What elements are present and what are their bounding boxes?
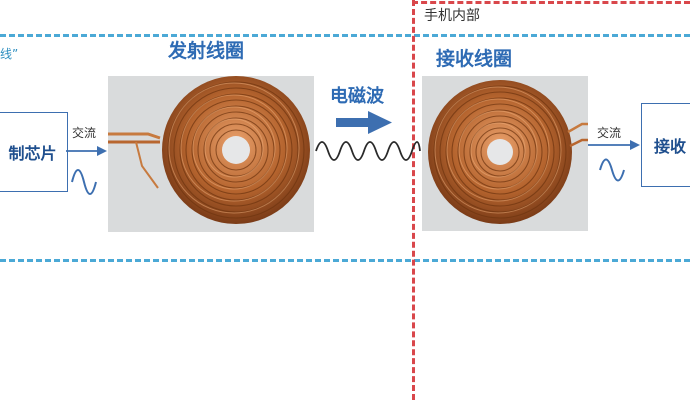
- transmit-coil-icon: [108, 76, 310, 224]
- transmit-coil-photo: [108, 76, 314, 232]
- em-wave-label: 电磁波: [330, 86, 384, 107]
- receive-coil-photo: [422, 76, 588, 231]
- transmitter-chip-label: 制芯片: [8, 144, 57, 163]
- electromagnetic-wave: [315, 141, 421, 161]
- phone-interior-label: 手机内部: [424, 8, 480, 24]
- left-label-fragment: 线”: [0, 47, 19, 61]
- receive-coil-title: 接收线圈: [436, 48, 513, 70]
- lower-dashed-boundary: [0, 259, 690, 262]
- ac-label-right: 交流: [597, 126, 622, 140]
- wave-direction-arrow: [336, 111, 392, 134]
- ac-arrow-right: [588, 140, 640, 150]
- receive-coil-icon: [428, 80, 588, 224]
- transmit-coil-title: 发射线圈: [168, 40, 245, 62]
- upper-dashed-boundary: [0, 34, 690, 37]
- receiver-chip-box: 接收: [641, 103, 690, 187]
- ac-arrow-left: [66, 146, 107, 156]
- ac-sine-left: [71, 169, 97, 195]
- receiver-chip-label: 接收: [654, 137, 687, 156]
- transmitter-chip-box: 制芯片: [0, 112, 68, 192]
- phone-boundary-left: [412, 0, 415, 400]
- ac-label-left: 交流: [72, 126, 97, 140]
- phone-boundary-top: [412, 1, 690, 4]
- ac-sine-right: [599, 158, 625, 182]
